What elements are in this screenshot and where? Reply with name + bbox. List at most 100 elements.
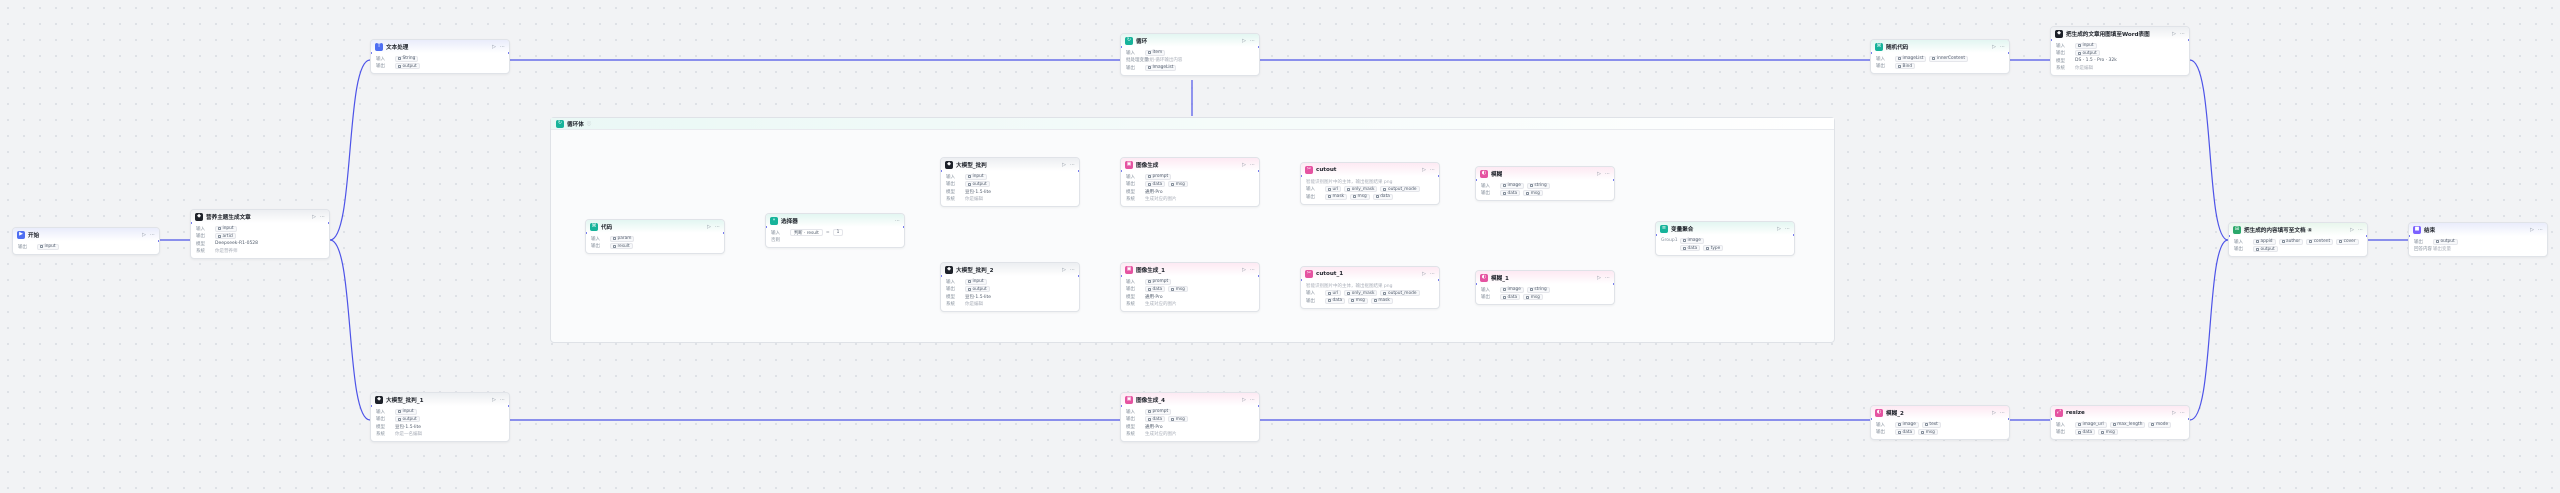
more-icon[interactable]: ⋯ bbox=[2000, 43, 2005, 50]
run-icon[interactable]: ▷ bbox=[2172, 409, 2176, 416]
more-icon[interactable]: ⋯ bbox=[1430, 166, 1435, 173]
more-icon[interactable]: ⋯ bbox=[2000, 409, 2005, 416]
input-port[interactable] bbox=[1871, 417, 1873, 421]
more-icon[interactable]: ⋯ bbox=[1250, 266, 1255, 273]
output-port[interactable] bbox=[1257, 404, 1259, 408]
run-icon[interactable]: ▷ bbox=[1242, 37, 1246, 44]
input-port[interactable] bbox=[371, 404, 373, 408]
run-icon[interactable]: ▷ bbox=[1597, 170, 1601, 177]
info-icon[interactable]: ⓘ bbox=[586, 121, 592, 127]
run-icon[interactable]: ▷ bbox=[492, 396, 496, 403]
more-icon[interactable]: ⋯ bbox=[150, 231, 155, 238]
run-icon[interactable]: ▷ bbox=[1422, 270, 1426, 277]
run-icon[interactable]: ▷ bbox=[2172, 30, 2176, 37]
run-icon[interactable]: ▷ bbox=[1597, 274, 1601, 281]
output-port[interactable] bbox=[1437, 174, 1439, 178]
input-port[interactable] bbox=[371, 51, 373, 55]
output-port[interactable] bbox=[1257, 169, 1259, 173]
more-icon[interactable]: ⋯ bbox=[2358, 226, 2363, 233]
more-icon[interactable]: ⋯ bbox=[895, 217, 900, 224]
input-port[interactable] bbox=[1871, 51, 1873, 55]
input-port[interactable] bbox=[1121, 404, 1123, 408]
output-port[interactable] bbox=[1077, 169, 1079, 173]
condition-select[interactable]: 判断 · result bbox=[790, 229, 823, 237]
run-icon[interactable]: ▷ bbox=[2350, 226, 2354, 233]
output-port[interactable] bbox=[1077, 274, 1079, 278]
output-port[interactable] bbox=[2187, 38, 2189, 42]
more-icon[interactable]: ⋯ bbox=[1430, 270, 1435, 277]
input-port[interactable] bbox=[586, 231, 588, 235]
more-icon[interactable]: ⋯ bbox=[500, 43, 505, 50]
output-port[interactable] bbox=[507, 51, 509, 55]
input-port[interactable] bbox=[2409, 234, 2411, 238]
input-port[interactable] bbox=[941, 274, 943, 278]
run-icon[interactable]: ▷ bbox=[1992, 43, 1996, 50]
input-port[interactable] bbox=[1301, 174, 1303, 178]
more-icon[interactable]: ⋯ bbox=[320, 213, 325, 220]
more-icon[interactable]: ⋯ bbox=[2180, 30, 2185, 37]
output-port[interactable] bbox=[2187, 417, 2189, 421]
input-port[interactable] bbox=[2229, 234, 2231, 238]
output-port[interactable] bbox=[1437, 278, 1439, 282]
output-port[interactable] bbox=[1612, 282, 1614, 286]
input-port[interactable] bbox=[1656, 233, 1658, 237]
output-port[interactable] bbox=[902, 225, 904, 229]
run-icon[interactable]: ▷ bbox=[312, 213, 316, 220]
condition-value[interactable]: 1 bbox=[832, 229, 844, 237]
output-port[interactable] bbox=[1612, 178, 1614, 182]
run-icon[interactable]: ▷ bbox=[492, 43, 496, 50]
more-icon[interactable]: ⋯ bbox=[500, 396, 505, 403]
more-icon[interactable]: ⋯ bbox=[715, 223, 720, 230]
more-icon[interactable]: ⋯ bbox=[1250, 396, 1255, 403]
run-icon[interactable]: ▷ bbox=[1242, 396, 1246, 403]
more-icon[interactable]: ⋯ bbox=[1070, 161, 1075, 168]
run-icon[interactable]: ▷ bbox=[1062, 161, 1066, 168]
more-icon[interactable]: ⋯ bbox=[1250, 37, 1255, 44]
input-port[interactable] bbox=[941, 169, 943, 173]
input-port[interactable] bbox=[2051, 38, 2053, 42]
run-icon[interactable]: ▷ bbox=[2530, 226, 2534, 233]
output-port[interactable] bbox=[1257, 274, 1259, 278]
more-icon[interactable]: ⋯ bbox=[1605, 170, 1610, 177]
run-icon[interactable]: ▷ bbox=[1242, 161, 1246, 168]
output-port[interactable] bbox=[157, 239, 159, 243]
input-port[interactable] bbox=[191, 221, 193, 225]
input-port[interactable] bbox=[1476, 282, 1478, 286]
run-icon[interactable]: ▷ bbox=[142, 231, 146, 238]
more-icon[interactable]: ⋯ bbox=[1070, 266, 1075, 273]
output-port[interactable] bbox=[1792, 233, 1794, 237]
output-port[interactable] bbox=[327, 221, 329, 225]
run-icon[interactable]: ▷ bbox=[1062, 266, 1066, 273]
input-port[interactable] bbox=[1301, 278, 1303, 282]
more-icon[interactable]: ⋯ bbox=[1785, 225, 1790, 232]
input-port[interactable] bbox=[1121, 45, 1123, 49]
more-icon[interactable]: ⋯ bbox=[1605, 274, 1610, 281]
more-icon[interactable]: ⋯ bbox=[2538, 226, 2543, 233]
output-port[interactable] bbox=[722, 231, 724, 235]
more-icon[interactable]: ⋯ bbox=[1250, 161, 1255, 168]
output-port[interactable] bbox=[2007, 51, 2009, 55]
output-port[interactable] bbox=[2007, 417, 2009, 421]
output-port[interactable] bbox=[2365, 234, 2367, 238]
run-icon[interactable]: ▷ bbox=[707, 223, 711, 230]
